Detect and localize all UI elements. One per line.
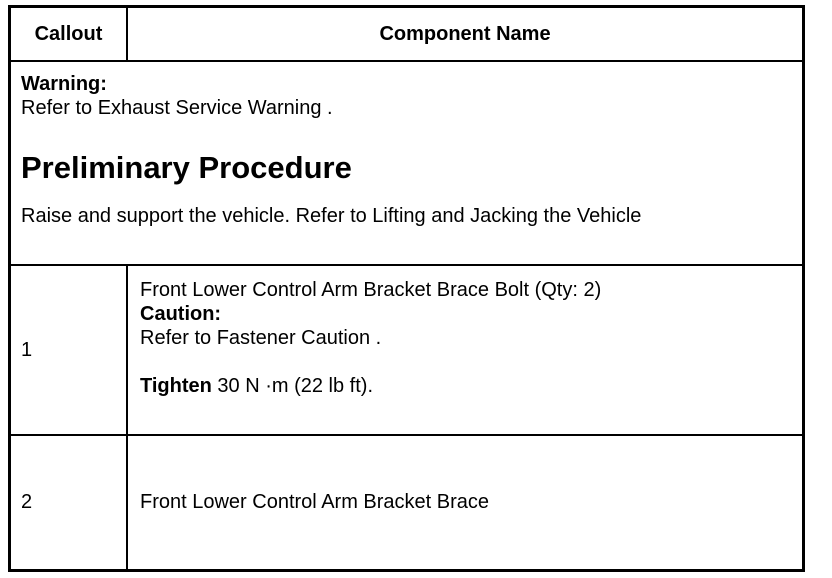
intro-content: Warning: Refer to Exhaust Service Warnin… bbox=[21, 72, 792, 228]
component-name-cell: Front Lower Control Arm Bracket Brace bbox=[128, 436, 802, 569]
component-name-cell: Front Lower Control Arm Bracket Brace Bo… bbox=[128, 266, 802, 434]
warning-text: Refer to Exhaust Service Warning . bbox=[21, 97, 333, 119]
spacer bbox=[140, 350, 794, 374]
caution-label: Caution: bbox=[140, 303, 222, 325]
table-row: 2 Front Lower Control Arm Bracket Brace bbox=[11, 436, 802, 569]
component-name: Front Lower Control Arm Bracket Brace bbox=[140, 491, 490, 513]
warning-label: Warning: bbox=[21, 73, 107, 95]
header-component-name-cell: Component Name bbox=[128, 8, 802, 60]
table-row: 1 Front Lower Control Arm Bracket Brace … bbox=[11, 266, 802, 436]
callout-cell: 2 bbox=[11, 436, 128, 569]
header-callout-cell: Callout bbox=[11, 8, 128, 60]
intro-row: Warning: Refer to Exhaust Service Warnin… bbox=[11, 62, 802, 266]
table-header-row: Callout Component Name bbox=[11, 8, 802, 62]
callout-number: 2 bbox=[21, 491, 33, 513]
tighten-value: 30 N ·m (22 lb ft). bbox=[211, 375, 374, 397]
component-name: Front Lower Control Arm Bracket Brace Bo… bbox=[140, 279, 602, 301]
tighten-label: Tighten bbox=[140, 375, 212, 397]
header-component-name-label: Component Name bbox=[379, 22, 551, 45]
procedure-text: Raise and support the vehicle. Refer to … bbox=[21, 205, 642, 227]
torque-spec: Tighten 30 N ·m (22 lb ft). bbox=[140, 374, 794, 398]
component-details: Front Lower Control Arm Bracket Brace Bo… bbox=[140, 278, 794, 398]
component-table: Callout Component Name Warning: Refer to… bbox=[8, 5, 805, 572]
callout-cell: 1 bbox=[11, 266, 128, 434]
caution-text: Refer to Fastener Caution . bbox=[140, 327, 382, 349]
procedure-title: Preliminary Procedure bbox=[21, 150, 352, 185]
header-callout-label: Callout bbox=[34, 22, 103, 45]
callout-number: 1 bbox=[21, 338, 33, 361]
